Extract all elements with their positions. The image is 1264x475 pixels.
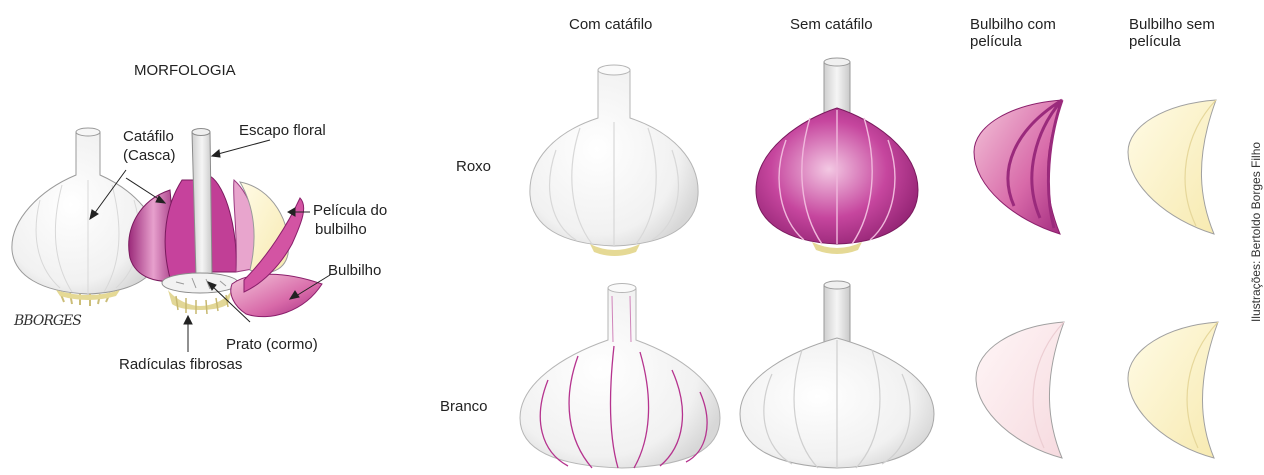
illustration-credit: Ilustrações: Bertoldo Borges Filho [1249, 142, 1263, 322]
morphology-title: MORFOLOGIA [134, 62, 236, 80]
column-header-line: película [970, 33, 1056, 50]
column-header-line: película [1129, 33, 1215, 50]
label-radiculas: Radículas fibrosas [119, 356, 242, 374]
label-bulbilho: Bulbilho [328, 262, 381, 280]
label-bulbilho-pelicula: bulbilho [315, 221, 367, 239]
column-header-bulbilho-com-pelicula: Bulbilho com película [970, 16, 1056, 50]
column-header-com-catafilo: Com catáfilo [569, 16, 652, 33]
branco-sem-catafilo-bulb [740, 281, 934, 468]
label-prato: Prato (cormo) [226, 336, 318, 354]
branco-com-catafilo-bulb [520, 284, 720, 469]
row-label-branco: Branco [440, 398, 488, 416]
label-pelicula: Película do [313, 202, 387, 220]
label-escapo-floral: Escapo floral [239, 122, 326, 140]
roxo-com-catafilo-bulb [530, 65, 698, 256]
label-catafilo: Catáfilo [123, 128, 174, 146]
branco-bulbilho-com-pelicula [976, 322, 1064, 458]
column-header-line: Bulbilho com [970, 16, 1056, 33]
branco-bulbilho-sem-pelicula [1128, 322, 1218, 458]
roxo-bulbilho-com-pelicula [974, 100, 1062, 234]
roxo-bulbilho-sem-pelicula [1128, 100, 1216, 234]
column-header-line: Bulbilho sem [1129, 16, 1215, 33]
column-header-sem-catafilo: Sem catáfilo [790, 16, 873, 33]
column-header-bulbilho-sem-pelicula: Bulbilho sem película [1129, 16, 1215, 50]
roxo-sem-catafilo-bulb [756, 58, 918, 254]
row-label-roxo: Roxo [456, 158, 491, 176]
artist-signature: BBORGES [14, 313, 81, 329]
label-casca: (Casca) [123, 147, 176, 165]
